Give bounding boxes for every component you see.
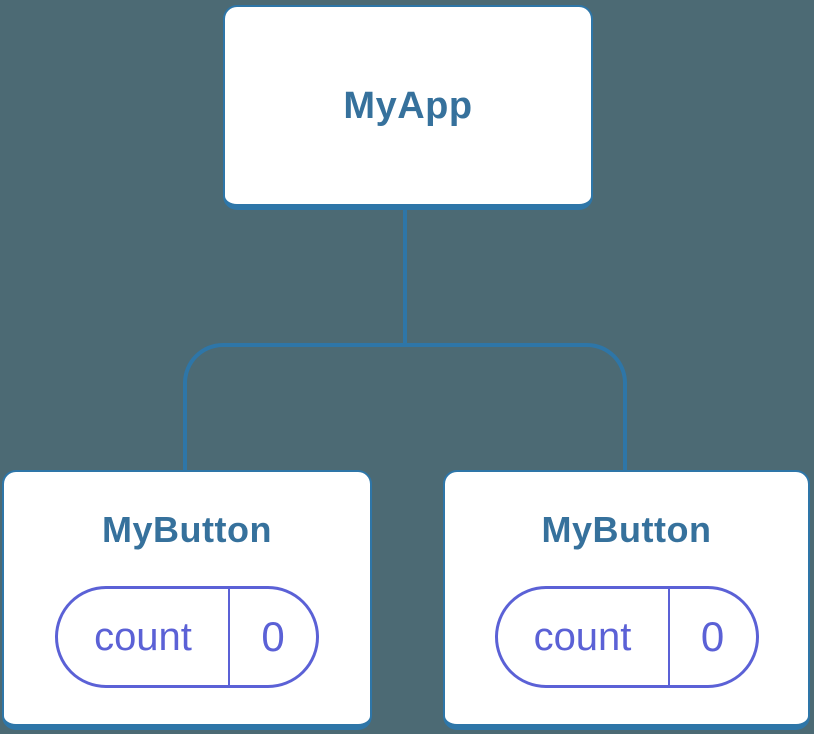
state-name-label: count bbox=[498, 589, 670, 685]
node-mybutton-left-label: MyButton bbox=[102, 509, 272, 550]
connector-children-bracket bbox=[183, 343, 627, 470]
state-value: 0 bbox=[700, 613, 725, 660]
node-mybutton-right: MyButton count 0 bbox=[443, 470, 810, 730]
node-mybutton-right-label: MyButton bbox=[541, 509, 712, 550]
node-mybutton-left: MyButton count 0 bbox=[2, 470, 372, 730]
state-pill-right: count 0 bbox=[494, 586, 759, 688]
connector-root-stem bbox=[403, 210, 407, 345]
node-myapp: MyApp bbox=[223, 5, 593, 210]
state-value: 0 bbox=[261, 613, 285, 660]
state-name-label: count bbox=[58, 589, 230, 685]
state-pill-left: count 0 bbox=[55, 586, 319, 688]
node-myapp-label: MyApp bbox=[343, 84, 473, 127]
